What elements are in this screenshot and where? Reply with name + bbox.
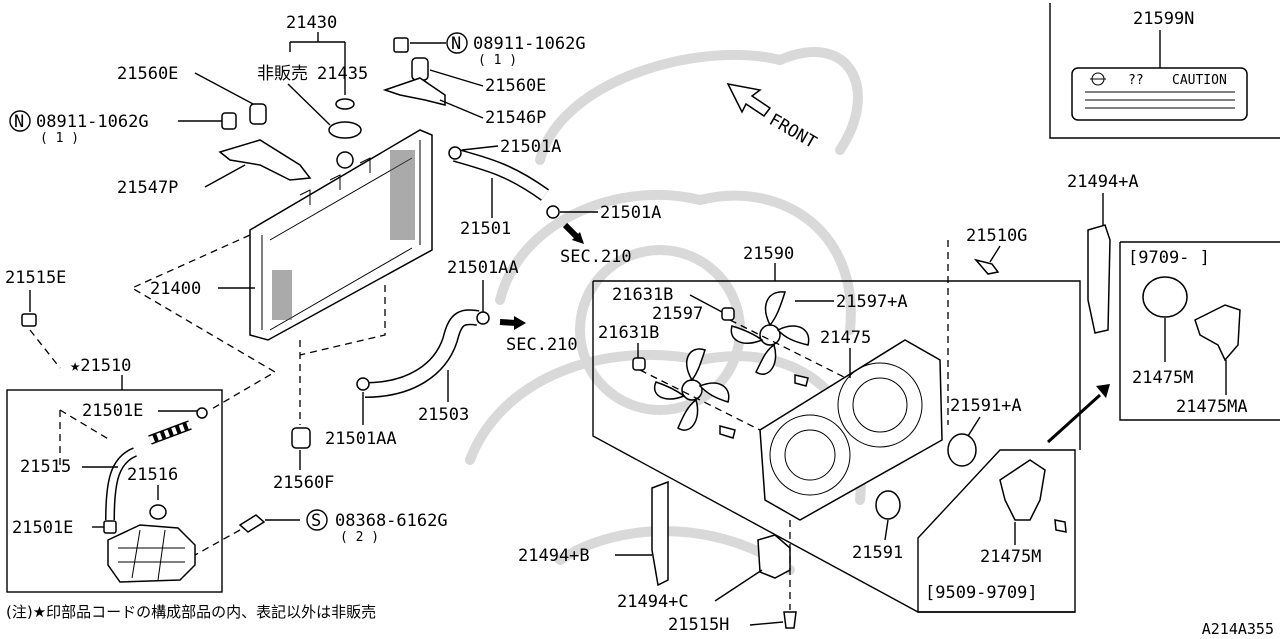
label-screw-qty: ( 2 )	[340, 530, 379, 545]
radiator-21400	[249, 129, 433, 341]
reservoir-cap-21516	[149, 504, 167, 520]
label-21591: 21591	[852, 543, 903, 563]
label-21501E-2: 21501E	[12, 518, 73, 538]
label-21501A-2: 21501A	[600, 203, 661, 223]
label-21515: 21515	[20, 457, 71, 477]
label-front: FRONT	[766, 110, 820, 153]
label-circle-s: S	[311, 511, 321, 531]
label-21494C: 21494+C	[617, 592, 689, 612]
label-21510G: 21510G	[966, 226, 1027, 246]
label-21501: 21501	[460, 219, 511, 239]
overflow-hose	[148, 421, 192, 444]
clip-21515E	[21, 313, 37, 327]
label-21597A: 21597+A	[836, 292, 908, 312]
label-21547P: 21547P	[117, 178, 178, 198]
label-21501A-1: 21501A	[500, 137, 561, 157]
bracket-21546P	[382, 77, 446, 106]
diagram-code: A214A355	[1201, 620, 1274, 638]
inset-9709	[1119, 241, 1280, 421]
clamp-21501AA-1	[476, 311, 490, 325]
lower-hose-21503	[364, 310, 480, 397]
label-21501AA-1: 21501AA	[447, 258, 519, 278]
label-21475: 21475	[820, 328, 871, 348]
label-21494A: 21494+A	[1067, 172, 1139, 192]
label-sec210-2: SEC.210	[506, 335, 578, 355]
label-21475M-2: 21475M	[1132, 368, 1193, 388]
seal-21494B	[651, 480, 669, 587]
clamp-21501AA-2	[356, 377, 370, 391]
mount-rubber-right	[411, 57, 429, 81]
label-21475M-1: 21475M	[980, 547, 1041, 567]
label-21503: 21503	[418, 405, 469, 425]
reservoir-box-21510	[6, 389, 223, 593]
hose-21515	[106, 448, 137, 521]
clamp-21501A-2	[546, 205, 560, 219]
label-21430: 21430	[286, 13, 337, 33]
label-21516: 21516	[127, 465, 178, 485]
label-21599N: 21599N	[1133, 9, 1194, 29]
mount-rubber-left	[249, 103, 267, 125]
label-not-sold: 非販売	[257, 64, 308, 84]
bracket-21547P	[218, 139, 312, 181]
fan-shroud-21475	[759, 339, 943, 521]
label-circle-n-right: N	[451, 34, 461, 54]
label-21501AA-2: 21501AA	[325, 429, 397, 449]
seal-21494A	[1087, 224, 1111, 334]
fan-assembly-frame	[593, 280, 1081, 450]
reservoir-tank	[107, 524, 196, 583]
label-21515E: 21515E	[5, 268, 66, 288]
label-date-box-1: [9709- ]	[1128, 248, 1210, 268]
label-21400: 21400	[150, 279, 201, 299]
upper-hose-21501	[453, 149, 549, 200]
label-screw: 08368-6162G	[335, 511, 448, 531]
label-nut-left: 08911-1062G	[36, 112, 149, 132]
clamp-21501A-1	[448, 146, 462, 160]
footnote: (注)★印部品コードの構成部品の内、表記以外は非販売	[6, 603, 377, 621]
label-sec210-1: SEC.210	[560, 247, 632, 267]
label-date-box-2: [9509-9709]	[925, 583, 1038, 603]
radiator-cap	[328, 121, 362, 139]
label-nut-right-qty: ( 1 )	[478, 53, 517, 68]
fan-21597	[653, 348, 730, 431]
label-circle-n-left: N	[14, 112, 24, 132]
motor-21591	[875, 490, 901, 520]
label-21631B-2: 21631B	[598, 323, 659, 343]
label-21597: 21597	[652, 304, 703, 324]
label-21546P: 21546P	[485, 108, 546, 128]
label-21494B: 21494+B	[518, 546, 590, 566]
label-21501E-1: 21501E	[82, 401, 143, 421]
motor-21591A	[947, 433, 977, 467]
label-21590: 21590	[743, 244, 794, 264]
label-nut-right: 08911-1062G	[473, 34, 586, 54]
label-21591A: 21591+A	[950, 396, 1022, 416]
label-21475MA: 21475MA	[1176, 397, 1248, 417]
bolt-21510G	[973, 258, 1000, 275]
label-21560E-left: 21560E	[117, 64, 178, 84]
label-21560E-right: 21560E	[485, 76, 546, 96]
screw-08368	[238, 514, 266, 533]
seal-21494C	[757, 534, 791, 579]
label-21515H: 21515H	[668, 615, 729, 635]
inset-21475M	[917, 449, 1076, 613]
clip-21515H	[783, 611, 797, 629]
label-21510: ★21510	[70, 356, 131, 376]
mount-21560F	[291, 427, 311, 449]
label-21631B-1: 21631B	[612, 285, 673, 305]
label-21435: 21435	[317, 64, 368, 84]
label-caution: CAUTION	[1172, 73, 1227, 88]
fan-21597A	[730, 291, 810, 375]
label-caution-q: ??	[1128, 73, 1144, 88]
label-21560F: 21560F	[273, 473, 334, 493]
label-nut-left-qty: ( 1 )	[40, 131, 79, 146]
caution-label-box: 21599N ?? CAUTION	[1049, 3, 1280, 139]
front-arrow: FRONT	[726, 82, 820, 153]
